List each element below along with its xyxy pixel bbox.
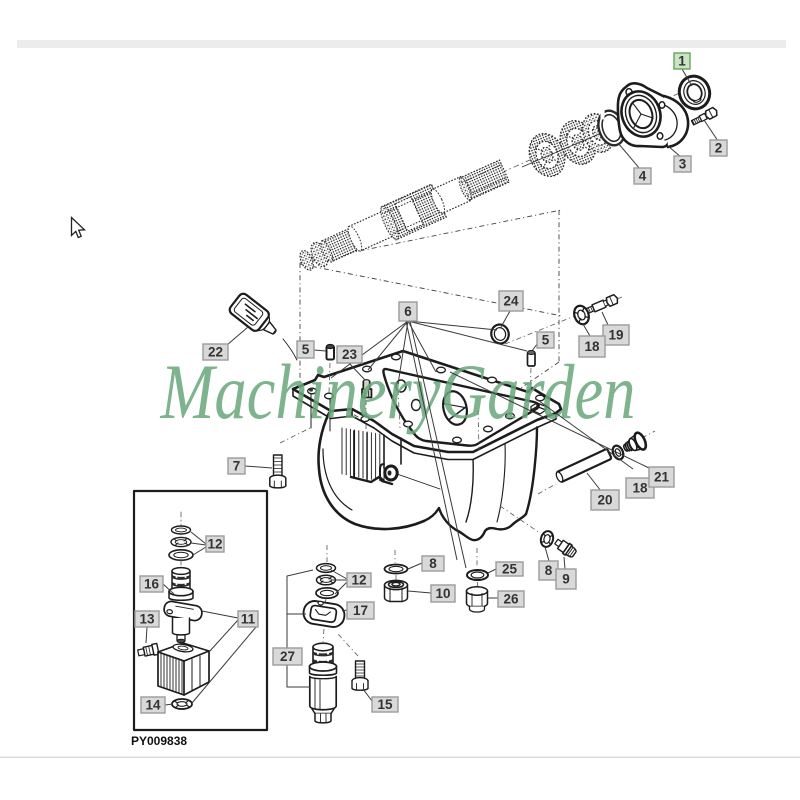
svg-text:9: 9 [562,572,570,587]
svg-text:27: 27 [280,649,295,664]
svg-text:6: 6 [404,304,412,319]
svg-text:12: 12 [207,537,222,552]
svg-text:4: 4 [639,169,647,184]
svg-text:14: 14 [145,698,161,713]
svg-text:23: 23 [342,347,358,362]
svg-text:11: 11 [241,612,256,627]
svg-text:PY009838: PY009838 [131,734,187,748]
svg-text:7: 7 [233,459,241,474]
svg-text:8: 8 [429,556,437,571]
svg-text:20: 20 [597,493,612,508]
svg-text:5: 5 [302,342,310,357]
svg-text:18: 18 [632,481,648,496]
svg-text:16: 16 [144,577,160,592]
svg-text:17: 17 [353,603,368,618]
svg-text:25: 25 [502,562,518,577]
svg-text:10: 10 [435,586,450,601]
svg-text:5: 5 [542,333,550,348]
svg-text:1: 1 [678,54,686,69]
svg-text:19: 19 [608,328,623,343]
svg-text:24: 24 [503,294,519,309]
svg-text:3: 3 [679,157,687,172]
svg-text:2: 2 [715,141,723,156]
svg-text:22: 22 [208,345,223,360]
svg-text:MachineryGarden: MachineryGarden [160,348,636,435]
svg-text:12: 12 [351,573,366,588]
svg-text:15: 15 [377,697,393,712]
svg-text:8: 8 [545,563,553,578]
svg-text:13: 13 [139,612,155,627]
svg-text:18: 18 [584,339,600,354]
svg-text:26: 26 [503,592,519,607]
svg-text:21: 21 [654,470,670,485]
